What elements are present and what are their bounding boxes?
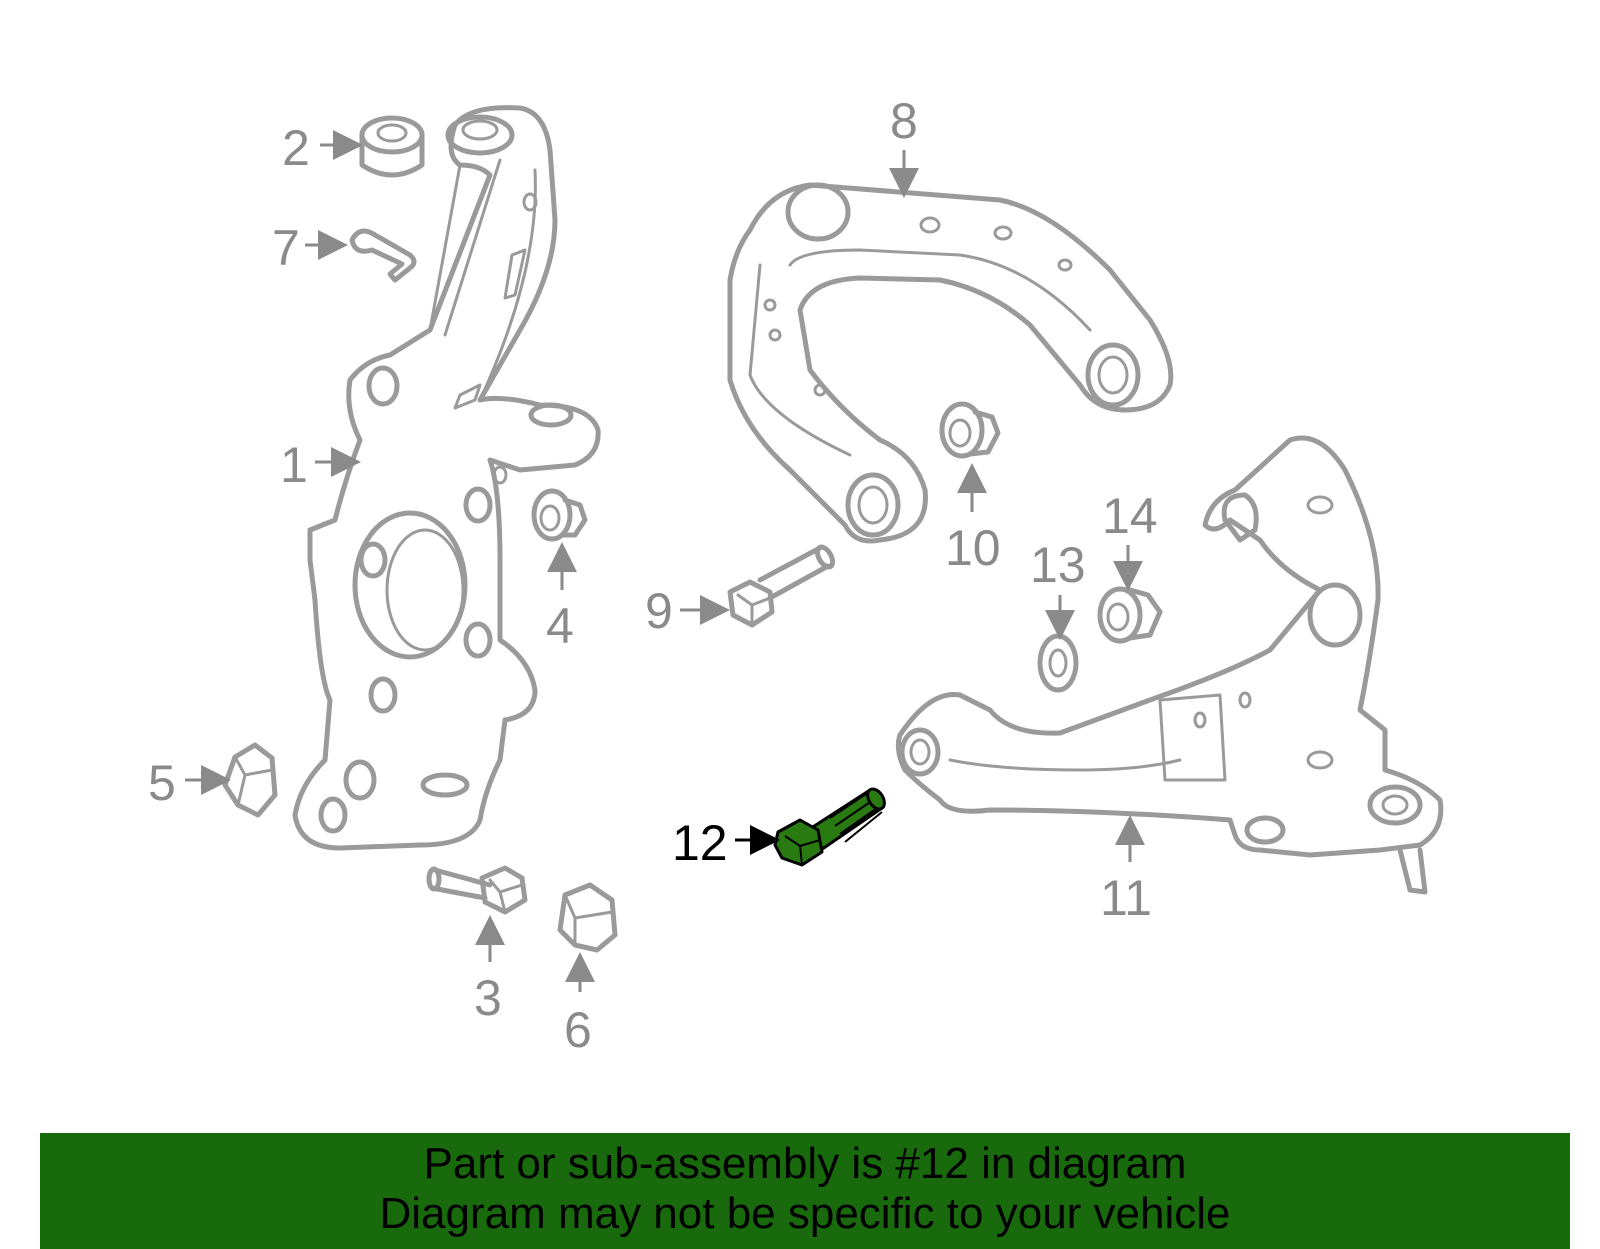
callout-10: 10 bbox=[945, 520, 1001, 576]
banner-line-disclaimer: Diagram may not be specific to your vehi… bbox=[379, 1189, 1231, 1238]
callout-5: 5 bbox=[148, 755, 176, 811]
steering-knuckle bbox=[292, 105, 601, 851]
callout-11: 11 bbox=[1100, 870, 1152, 926]
callout-2: 2 bbox=[282, 120, 310, 176]
upper-control-arm bbox=[727, 182, 1174, 544]
callout-8: 8 bbox=[890, 93, 918, 149]
hex-nut-6 bbox=[557, 882, 618, 953]
callout-9: 9 bbox=[645, 583, 673, 639]
bolt-9 bbox=[727, 544, 836, 628]
hex-nut-5 bbox=[222, 742, 278, 818]
callout-13: 13 bbox=[1030, 537, 1086, 593]
parts-diagram: 1 2 3 4 5 6 7 8 9 10 11 12 13 14 bbox=[148, 93, 1444, 1058]
callout-4: 4 bbox=[546, 598, 574, 654]
callout-7: 7 bbox=[272, 220, 300, 276]
callout-12: 12 bbox=[672, 815, 728, 871]
bolt-12-highlighted bbox=[773, 787, 886, 867]
flange-nut-14 bbox=[1097, 586, 1163, 644]
banner-line-part: Part or sub-assembly is #12 in diagram bbox=[423, 1139, 1187, 1188]
clip bbox=[349, 228, 417, 283]
callout-6: 6 bbox=[564, 1002, 592, 1058]
bolt-3 bbox=[426, 865, 528, 915]
info-banner: Part or sub-assembly is #12 in diagram D… bbox=[40, 1133, 1570, 1249]
callout-14: 14 bbox=[1102, 488, 1158, 544]
flange-nut-4 bbox=[531, 488, 588, 542]
callout-1: 1 bbox=[280, 437, 308, 493]
callout-3: 3 bbox=[474, 970, 502, 1026]
washer-13 bbox=[1037, 633, 1079, 693]
bushing bbox=[359, 115, 425, 178]
lower-control-arm bbox=[895, 435, 1444, 895]
flange-nut-10 bbox=[939, 401, 1001, 459]
callout-arrows bbox=[185, 130, 1145, 992]
